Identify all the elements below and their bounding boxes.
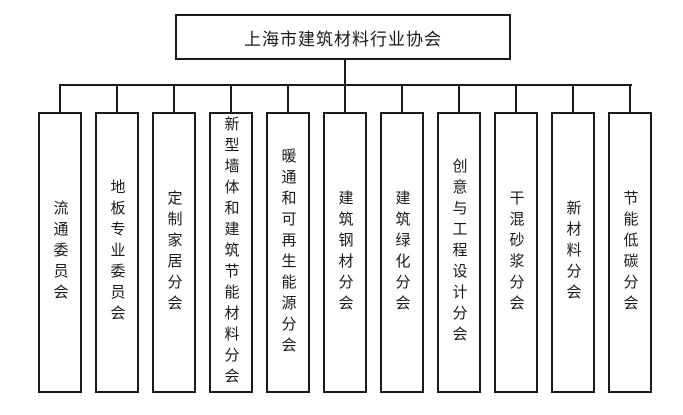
child-node-diban: 地板专业委员会 [95, 112, 139, 393]
child-node-jianzhu-gangcai: 建筑钢材分会 [323, 112, 367, 393]
child-node-label: 新材料分会 [564, 200, 583, 305]
child-node-label: 创意与工程设计分会 [450, 158, 469, 347]
connector-drop [401, 84, 403, 112]
connector-drop [230, 84, 232, 112]
child-node-label: 新型墙体和建筑节能材料分会 [222, 116, 241, 389]
connector-drop [173, 84, 175, 112]
connector-drop [629, 84, 631, 112]
child-node-xincailiao: 新材料分会 [551, 112, 595, 393]
connector-drop [116, 84, 118, 112]
child-node-nuantong: 暖通和可再生能源分会 [266, 112, 310, 393]
connector-drop [59, 84, 61, 112]
child-node-label: 定制家居分会 [165, 189, 184, 316]
child-node-dingzhi-jiaju: 定制家居分会 [152, 112, 196, 393]
connector-root-stub [344, 60, 346, 86]
child-node-liutong: 流通委员会 [38, 112, 82, 393]
connector-drop [458, 84, 460, 112]
child-node-label: 建筑钢材分会 [336, 189, 355, 316]
child-node-xinxing-qiangti: 新型墙体和建筑节能材料分会 [209, 112, 253, 393]
child-node-jianzhu-lvhua: 建筑绿化分会 [380, 112, 424, 393]
root-node: 上海市建筑材料行业协会 [175, 14, 511, 60]
child-node-label: 暖通和可再生能源分会 [279, 147, 298, 358]
child-node-label: 干混砂浆分会 [507, 189, 526, 316]
child-node-ganhun-shajiang: 干混砂浆分会 [494, 112, 538, 393]
connector-drop [344, 84, 346, 112]
child-node-jieneng-ditan: 节能低碳分会 [608, 112, 652, 393]
connector-drop [572, 84, 574, 112]
child-node-label: 地板专业委员会 [108, 179, 127, 326]
child-node-label: 流通委员会 [51, 200, 70, 305]
connector-drop [515, 84, 517, 112]
child-node-chuangyi-sheji: 创意与工程设计分会 [437, 112, 481, 393]
connector-drop [287, 84, 289, 112]
child-node-label: 建筑绿化分会 [393, 189, 412, 316]
root-node-label: 上海市建筑材料行业协会 [244, 29, 442, 50]
child-node-label: 节能低碳分会 [621, 189, 640, 316]
